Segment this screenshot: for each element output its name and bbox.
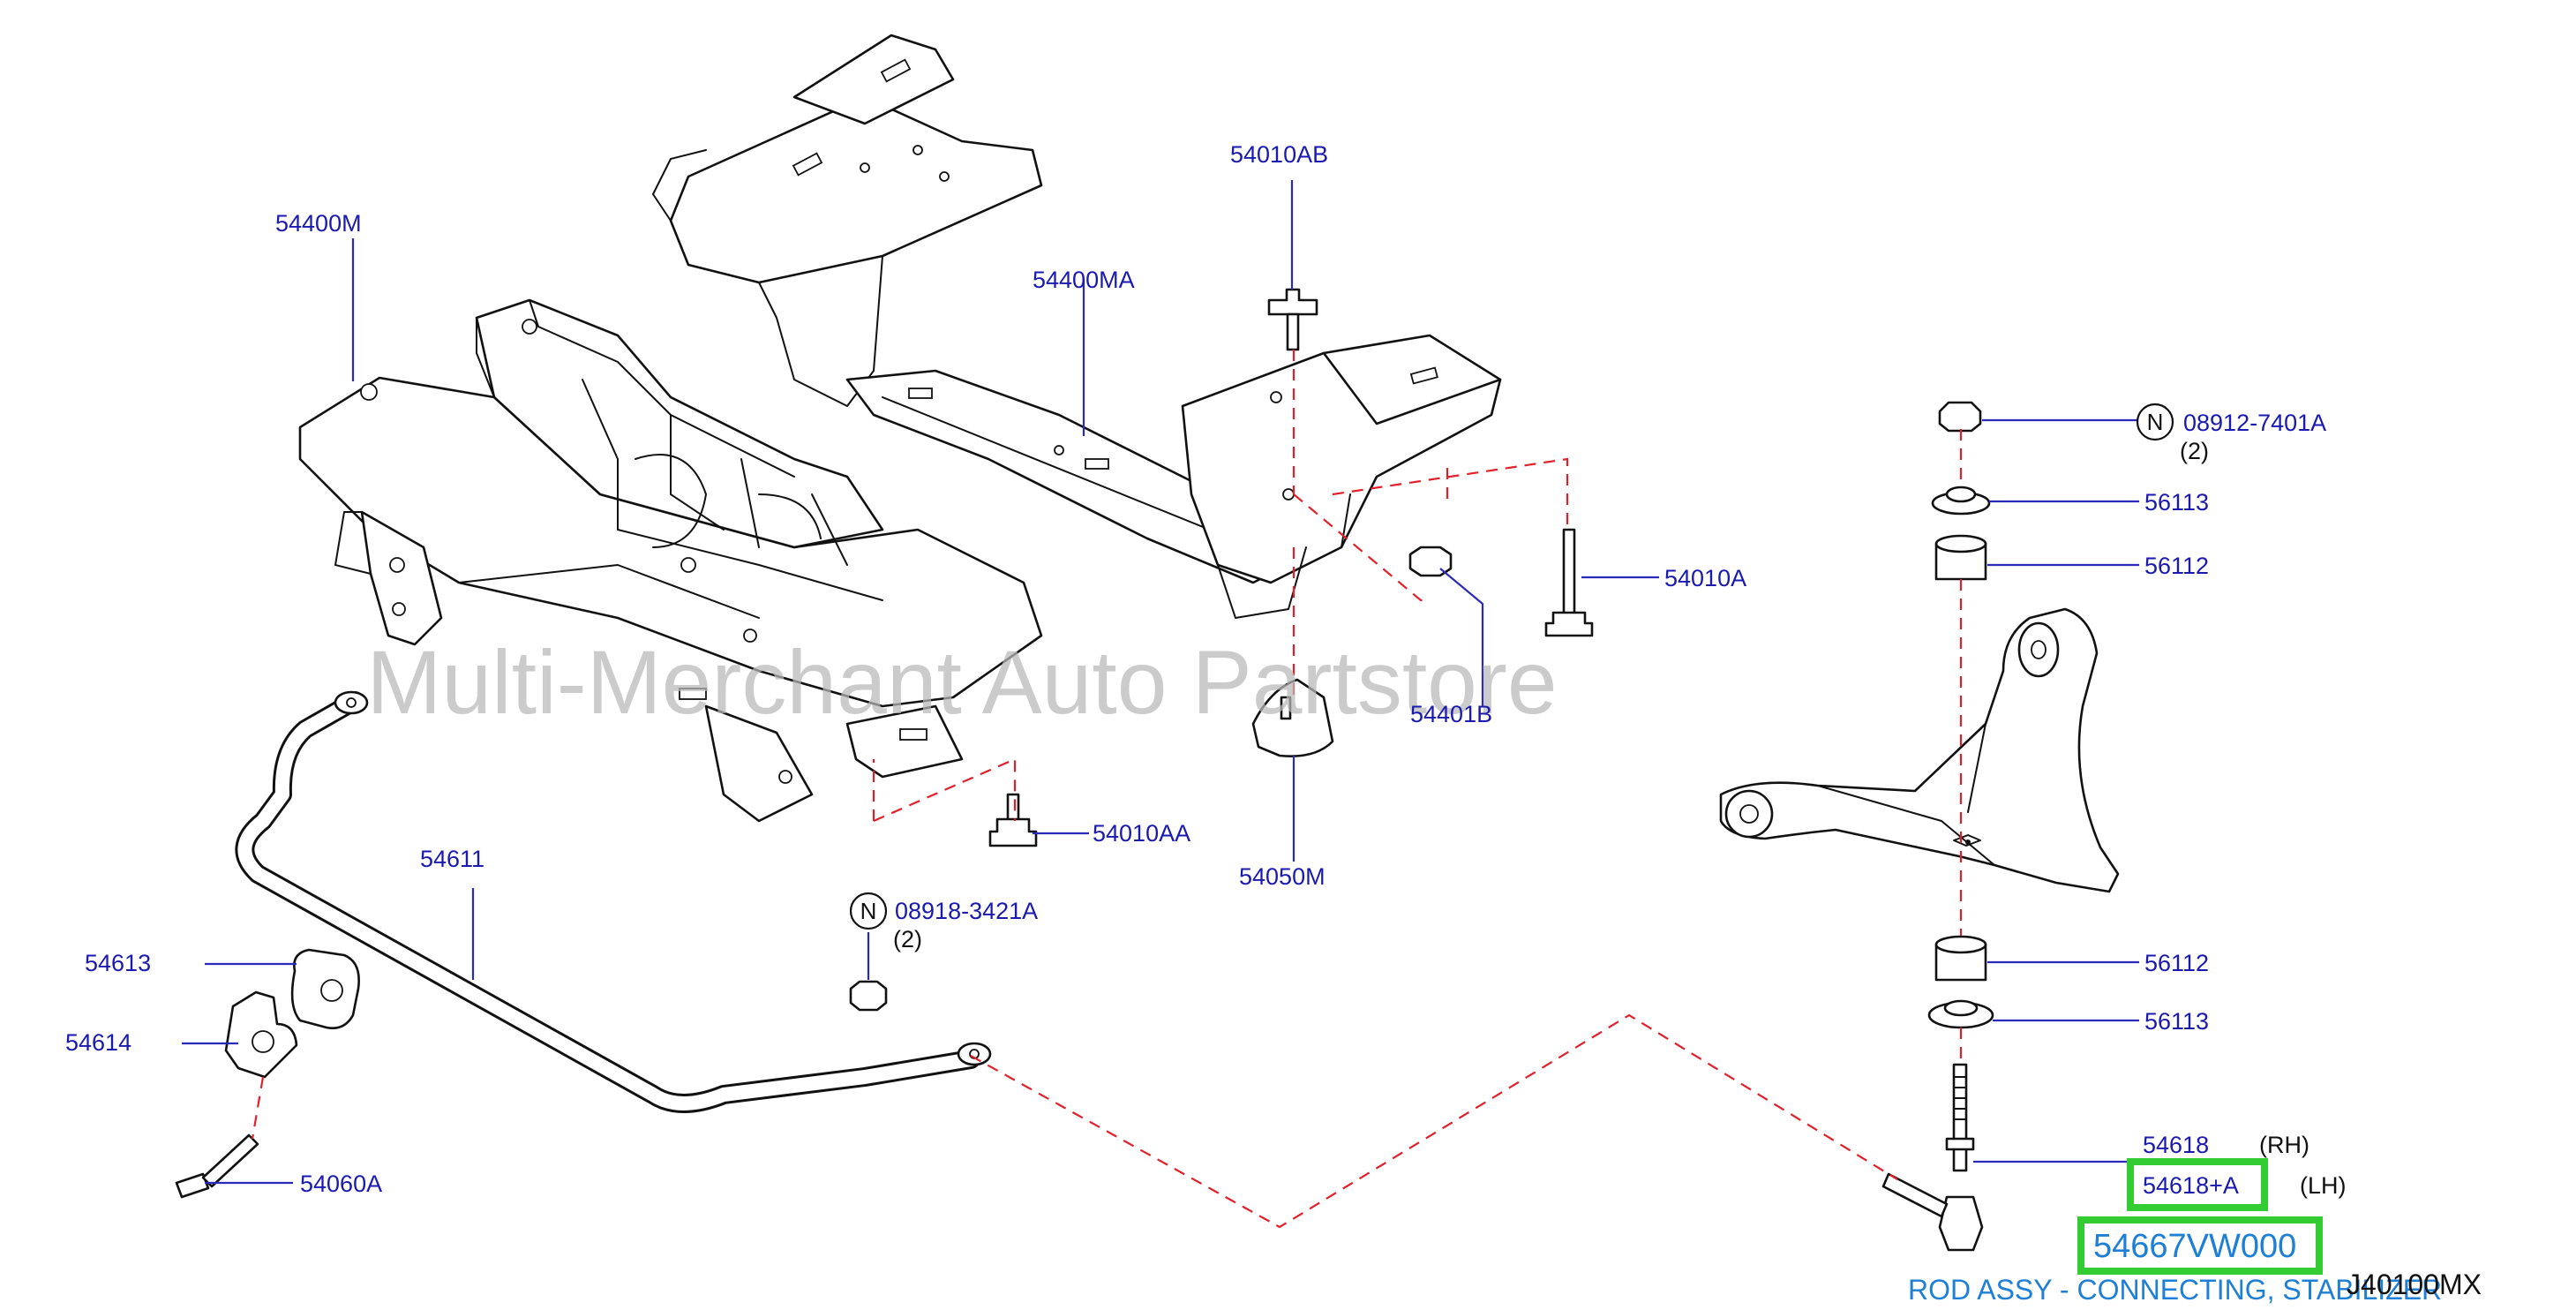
nut-badge-icon bbox=[849, 892, 888, 930]
watermark: Multi-Merchant Auto Partstore bbox=[366, 632, 1557, 733]
extension-member-illustration bbox=[652, 34, 1502, 619]
callout-labels: 54400M 54400MA 54010AB 54010A 54401B 540… bbox=[65, 141, 2347, 1211]
highlight-box-part-number bbox=[2077, 1216, 2323, 1275]
highlight-box-54618A bbox=[2127, 1158, 2268, 1211]
callout-56113-bottom[interactable]: 56113 bbox=[2144, 1008, 2209, 1035]
alignment-guides bbox=[251, 350, 1963, 1229]
stabilizer-bar-illustration bbox=[224, 690, 992, 1113]
highlighted-part: 54667VW000 ROD ASSY - CONNECTING, STABIL… bbox=[1908, 1216, 2482, 1306]
callout-54611[interactable]: 54611 bbox=[420, 846, 484, 872]
highlighted-part-number[interactable]: 54667VW000 bbox=[2093, 1228, 2296, 1265]
callout-54613[interactable]: 54613 bbox=[85, 950, 151, 976]
callout-54060A[interactable]: 54060A bbox=[300, 1171, 382, 1197]
callout-54618A[interactable]: 54618+A bbox=[2143, 1172, 2239, 1199]
callout-54010AA[interactable]: 54010AA bbox=[1093, 820, 1190, 847]
callout-54618A-side: (LH) bbox=[2300, 1172, 2347, 1199]
callout-54618[interactable]: 54618 bbox=[2143, 1132, 2209, 1158]
callout-08912-quantity: (2) bbox=[2180, 438, 2209, 464]
nut-badge-icon bbox=[2136, 403, 2174, 441]
callout-54010A[interactable]: 54010A bbox=[1664, 565, 1746, 591]
callout-54010AB[interactable]: 54010AB bbox=[1230, 141, 1328, 168]
suspension-member-illustration bbox=[298, 298, 1043, 823]
transverse-link-illustration bbox=[1719, 607, 2120, 893]
nut-badge-symbol: N bbox=[860, 898, 877, 924]
callout-56112-bottom[interactable]: 56112 bbox=[2144, 950, 2209, 976]
leader-lines bbox=[182, 180, 2143, 1185]
callout-08918-3421A[interactable]: 08918-3421A bbox=[895, 898, 1038, 924]
callout-56112-top[interactable]: 56112 bbox=[2144, 553, 2209, 579]
callout-56113-top[interactable]: 56113 bbox=[2144, 489, 2209, 516]
callout-54400M[interactable]: 54400M bbox=[275, 210, 362, 237]
diagram-code: J40100MX bbox=[2347, 1269, 2482, 1300]
callout-54400MA[interactable]: 54400MA bbox=[1033, 267, 1135, 293]
nut-badge-symbol: N bbox=[2147, 409, 2164, 435]
callout-54050M[interactable]: 54050M bbox=[1239, 863, 1326, 890]
highlighted-part-description: ROD ASSY - CONNECTING, STABILIZER bbox=[1908, 1274, 2442, 1306]
callout-08912-7401A[interactable]: 08912-7401A bbox=[2183, 410, 2326, 436]
callout-08918-quantity: (2) bbox=[893, 926, 922, 952]
connecting-rod-stack-illustration bbox=[1881, 401, 1994, 1252]
callout-54614[interactable]: 54614 bbox=[65, 1029, 131, 1056]
callout-54401B[interactable]: 54401B bbox=[1410, 701, 1492, 727]
callout-54618-side: (RH) bbox=[2259, 1132, 2309, 1158]
